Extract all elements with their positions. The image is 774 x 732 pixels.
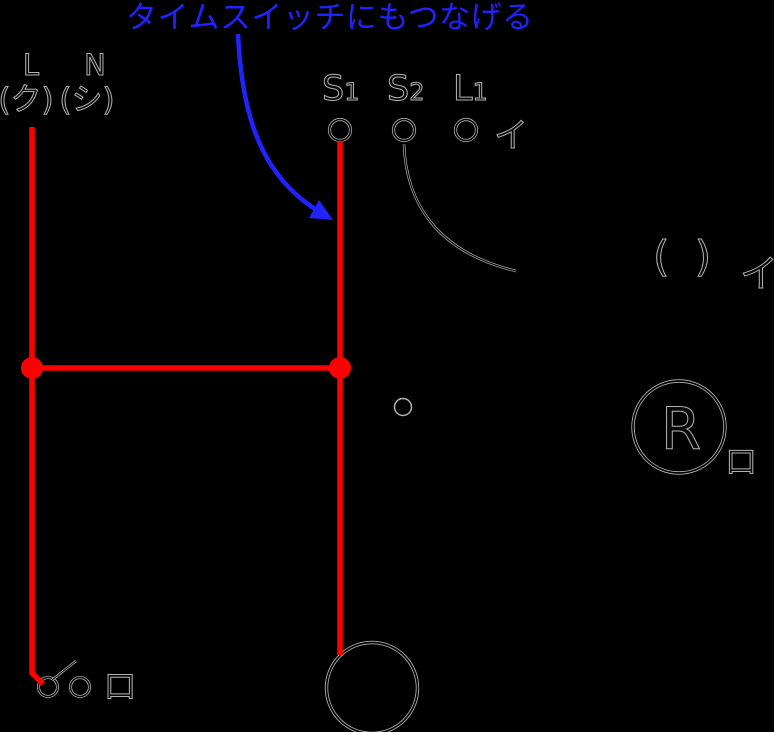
label-s1-sub: 1 bbox=[344, 78, 359, 106]
label-circuit-ro-relay: ロ bbox=[725, 442, 758, 481]
label-l1-sub: 1 bbox=[473, 78, 488, 106]
black-junction-dot bbox=[393, 397, 413, 417]
red-wire-layer bbox=[21, 127, 351, 686]
label-s2-base: S bbox=[387, 69, 409, 109]
label-neutral-wire-shi: (シ) bbox=[59, 82, 114, 118]
label-terminal-s2: S2 bbox=[387, 69, 425, 109]
label-neutral-n: N bbox=[84, 48, 106, 82]
label-terminal-l1: L1 bbox=[453, 69, 488, 109]
label-circuit-i-top: イ bbox=[494, 116, 528, 156]
switch-contact-left-core bbox=[37, 676, 59, 698]
label-line-wire-ku: (ク) bbox=[0, 82, 54, 118]
terminal-s1-circle-core bbox=[328, 118, 352, 142]
label-circuit-i-right: イ bbox=[740, 252, 774, 296]
annotation-arrow-curve bbox=[235, 33, 320, 213]
wire-l-to-switch bbox=[29, 127, 45, 686]
label-terminal-s1: S1 bbox=[322, 69, 360, 109]
junction-dot-left bbox=[21, 357, 43, 379]
terminal-l1-circle-core bbox=[454, 118, 478, 142]
junction-dot-right bbox=[329, 357, 351, 379]
label-l1-base: L bbox=[453, 69, 473, 109]
annotation-text: タイムスイッチにもつなげる bbox=[126, 0, 534, 36]
relay-letter: R bbox=[661, 395, 701, 463]
lamp-symbol: ( ) bbox=[653, 232, 717, 281]
label-s2-sub: 2 bbox=[409, 78, 424, 106]
annotation-layer: タイムスイッチにもつなげる bbox=[126, 0, 534, 220]
switch-contact-right-core bbox=[69, 676, 91, 698]
wire-s2-curve-core bbox=[403, 143, 517, 272]
label-circuit-ro-switch: ロ bbox=[103, 667, 137, 707]
label-line-l: L bbox=[23, 48, 39, 82]
annotation-arrowhead bbox=[309, 200, 333, 220]
label-s1-base: S bbox=[322, 69, 344, 109]
switch-lever-core bbox=[51, 660, 77, 681]
relay-circle-core bbox=[632, 380, 726, 474]
terminal-s2-circle-core bbox=[392, 118, 416, 142]
load-circle-core bbox=[325, 641, 419, 732]
ink-layer: L N (ク) (シ) S1 S2 L1 イ ( ) イ R ロ bbox=[0, 48, 774, 732]
